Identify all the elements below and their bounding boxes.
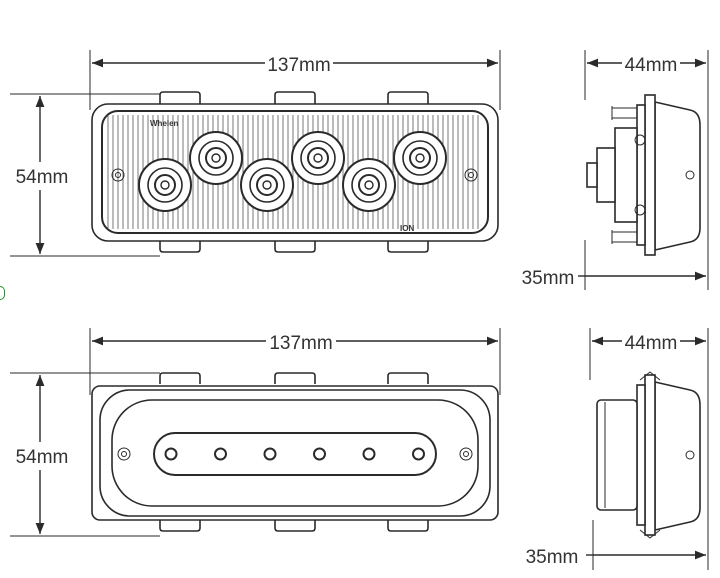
led-reflectors <box>138 131 447 212</box>
led-reflector <box>138 158 192 212</box>
rear-height-label: 54mm <box>16 447 69 468</box>
rear-width-label: 137mm <box>269 333 332 354</box>
rear-led <box>214 447 227 461</box>
led-reflector <box>342 158 396 212</box>
rear-led <box>263 447 277 461</box>
side-body-depth-label: 35mm <box>522 268 575 289</box>
rear-led <box>313 447 326 461</box>
rear-led <box>412 447 425 461</box>
rear-led <box>362 447 376 461</box>
rear-led <box>164 447 178 461</box>
side-view: 44mm 35mm <box>522 50 709 290</box>
model-logo: ION <box>400 224 414 233</box>
front-view: 137mm 54mm Whelen ION <box>10 50 501 257</box>
front-width-label: 137mm <box>267 55 330 76</box>
led-reflector <box>291 131 345 185</box>
led-reflector <box>240 158 294 212</box>
brand-logo: Whelen <box>150 119 179 128</box>
rear-side-view: 44mm 35mm <box>526 328 709 570</box>
led-reflector <box>393 131 447 185</box>
rear-side-body-depth-label: 35mm <box>526 547 579 568</box>
front-height-label: 54mm <box>16 167 69 188</box>
led-reflector <box>189 131 243 185</box>
rear-side-depth-label: 44mm <box>625 333 678 354</box>
side-depth-label: 44mm <box>625 55 678 76</box>
rear-view: 137mm 54mm <box>10 328 501 537</box>
rear-led-row <box>164 447 425 461</box>
